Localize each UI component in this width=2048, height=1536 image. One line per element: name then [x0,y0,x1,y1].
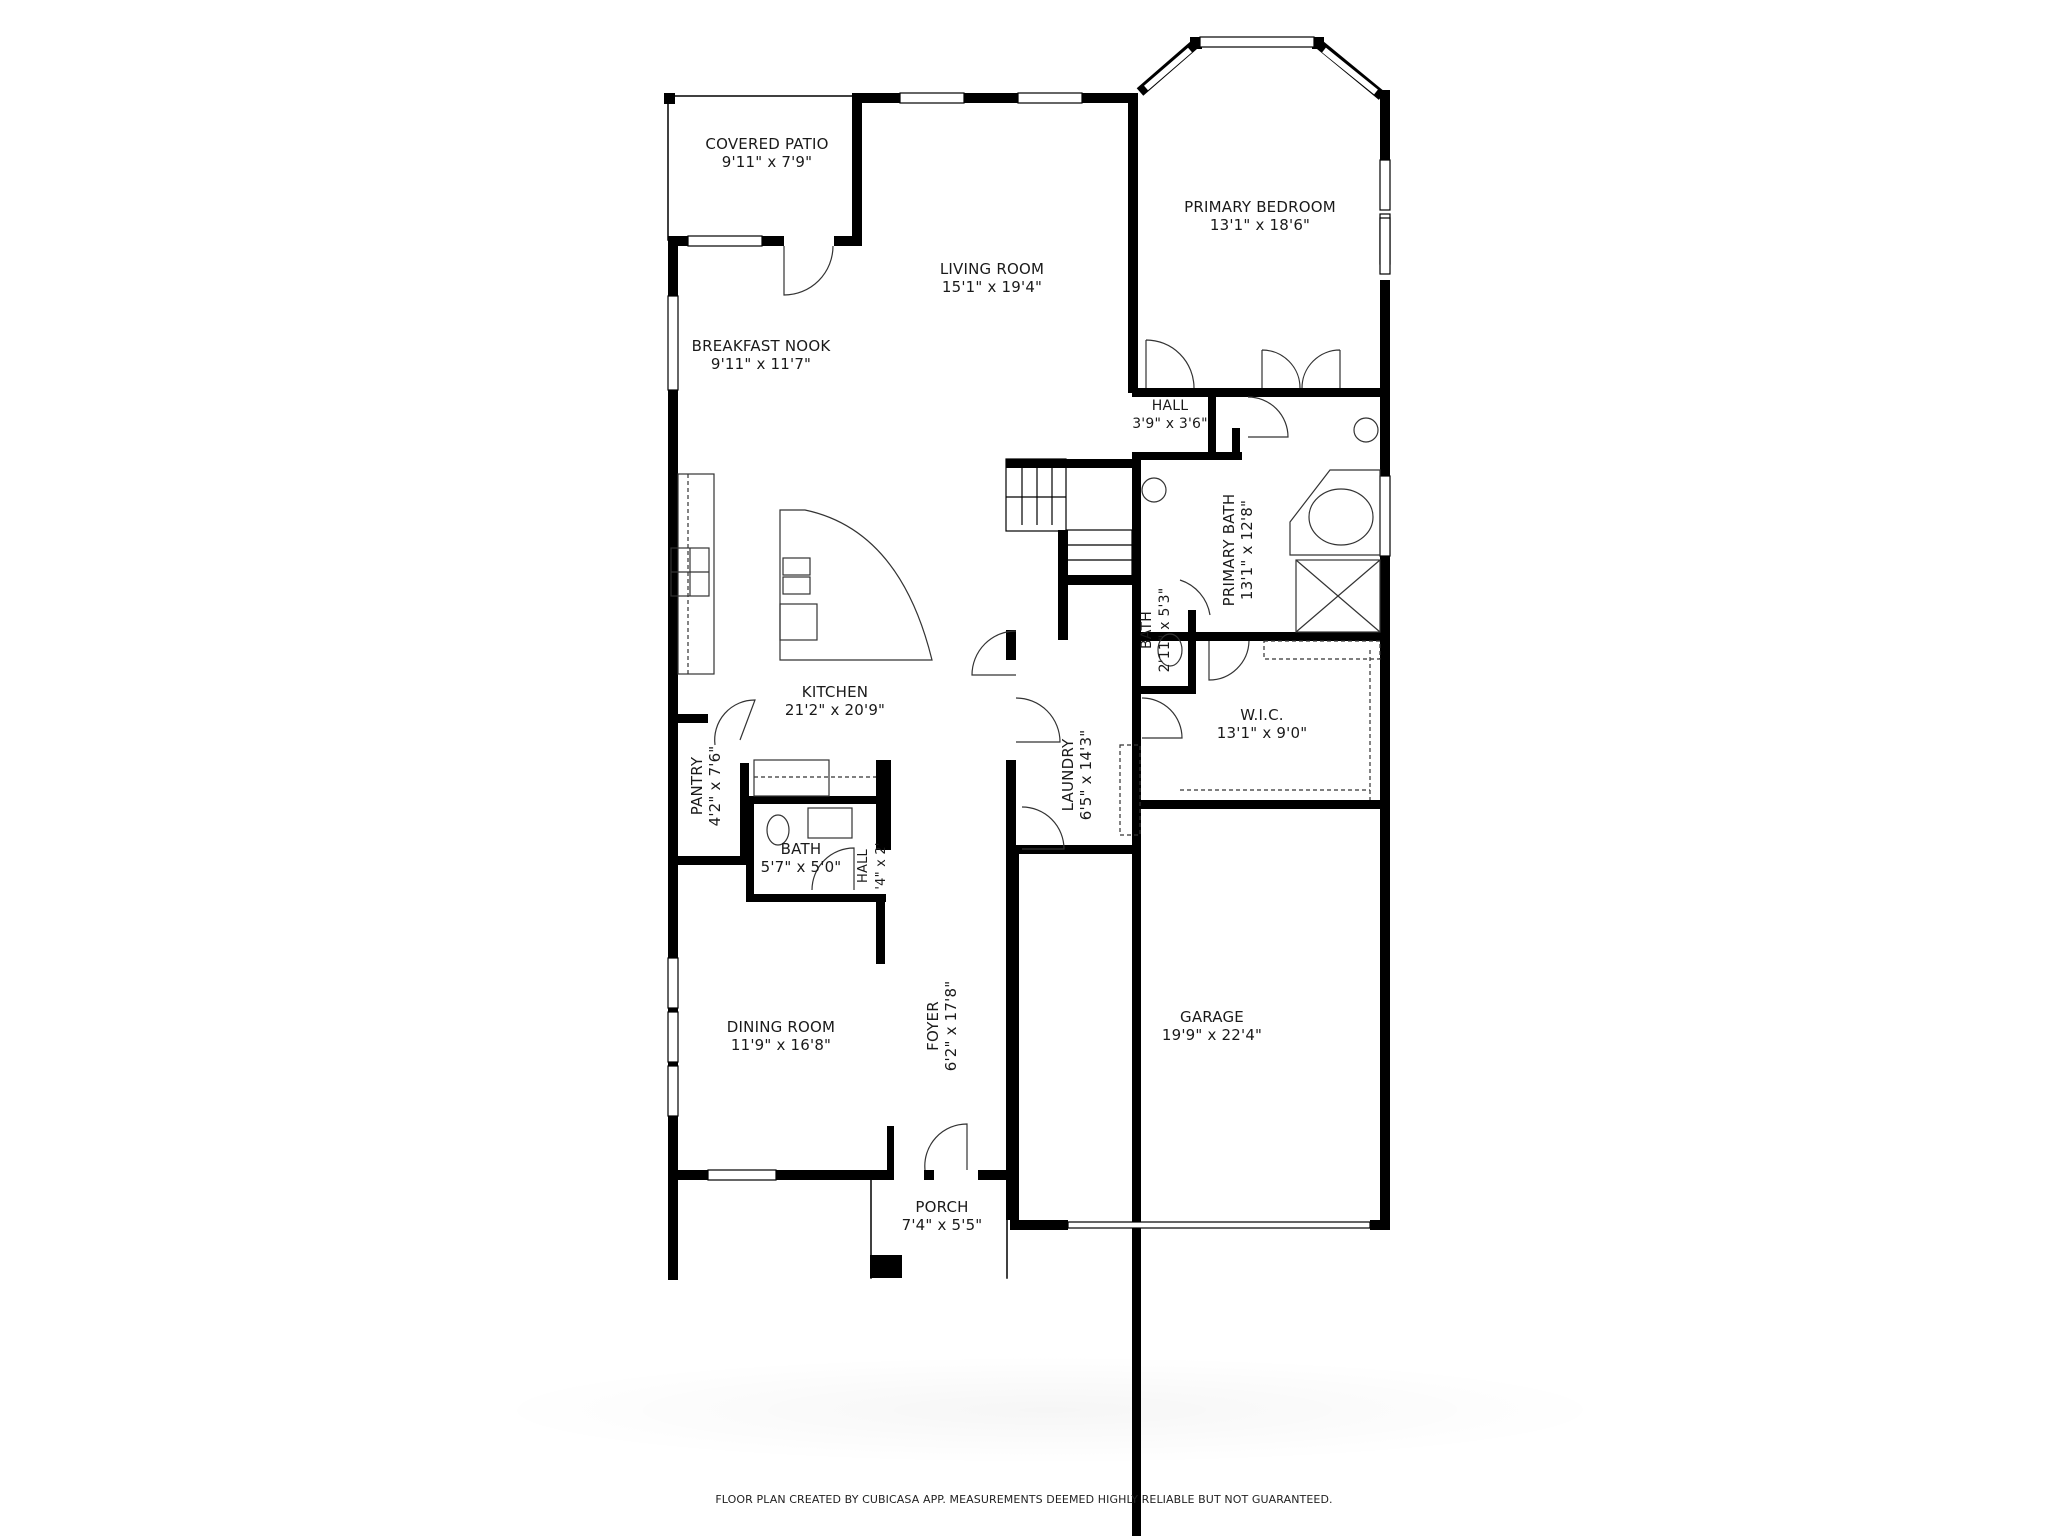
room-garage: GARAGE 19'9" x 22'4" [1162,1008,1262,1044]
disclaimer-text: FLOOR PLAN CREATED BY CUBICASA APP. MEAS… [715,1493,1333,1506]
room-name: KITCHEN [801,683,869,701]
room-porch: PORCH 7'4" x 5'5" [902,1198,983,1234]
room-name: PRIMARY BATH [1220,493,1238,607]
room-dimensions: 6'5" x 14'3" [1077,729,1095,821]
room-dimensions: 9'11" x 7'9" [721,153,813,171]
room-dimensions: 13'1" x 18'6" [1209,216,1311,234]
room-name: PORCH [915,1198,969,1216]
room-name: DINING ROOM [726,1018,836,1036]
room-dimensions: 6'2" x 17'8" [942,980,960,1072]
stairs [1005,458,1133,579]
room-pantry: PANTRY 4'2" x 7'6" [688,746,724,827]
room-dining-room: DINING ROOM 11'9" x 16'8" [727,1018,835,1054]
covered-patio-outline [667,95,856,241]
room-name: LAUNDRY [1059,738,1077,812]
room-half-bath: BATH 5'7" x 5'0" [761,840,842,876]
windows [667,36,1391,1229]
walls [664,37,1390,1536]
room-dimensions: 11'9" x 16'8" [730,1036,832,1054]
room-breakfast-nook: BREAKFAST NOOK 9'11" x 11'7" [692,337,831,373]
doors [714,245,1341,1171]
room-name: COVERED PATIO [705,135,829,153]
room-hall-small: HALL '4" x 2' [855,842,891,889]
room-laundry: LAUNDRY 6'5" x 14'3" [1059,730,1095,821]
room-dimensions: 3'9" x 3'6" [1132,416,1208,432]
room-name: BREAKFAST NOOK [691,337,831,355]
room-name: FOYER [924,1001,942,1051]
room-name: GARAGE [1179,1008,1244,1026]
room-name: PRIMARY BEDROOM [1184,198,1336,216]
room-dimensions: 9'11" x 11'7" [710,355,812,373]
room-name: LIVING ROOM [939,260,1045,278]
room-name: PANTRY [688,756,706,816]
room-kitchen: KITCHEN 21'2" x 20'9" [785,683,885,719]
room-foyer: FOYER 6'2" x 17'8" [924,981,960,1072]
primary-bath-fixtures [1119,417,1381,836]
room-dimensions: 2'11" x 5'3" [1157,587,1173,673]
room-dimensions: 21'2" x 20'9" [784,701,886,719]
kitchen-fixtures [670,473,933,846]
room-wic: W.I.C. 13'1" x 9'0" [1217,706,1308,742]
room-dimensions: 15'1" x 19'4" [941,278,1043,296]
plan-ground-shadow [480,1355,1620,1465]
room-dimensions: '4" x 2' [874,842,889,890]
room-primary-bath: PRIMARY BATH 13'1" x 12'8" [1220,494,1256,607]
room-bath-wc: BATH 2'11" x 5'3" [1138,588,1174,673]
room-dimensions: 4'2" x 7'6" [706,745,724,827]
room-primary-bedroom: PRIMARY BEDROOM 13'1" x 18'6" [1184,198,1336,234]
room-dimensions: 13'1" x 12'8" [1238,499,1256,601]
room-name: W.I.C. [1240,706,1284,724]
room-name: BATH [1139,611,1155,649]
room-living-room: LIVING ROOM 15'1" x 19'4" [940,260,1044,296]
room-dimensions: 13'1" x 9'0" [1216,724,1308,742]
room-hall-primary: HALL 3'9" x 3'6" [1132,397,1208,433]
room-dimensions: 7'4" x 5'5" [901,1216,983,1234]
room-covered-patio: COVERED PATIO 9'11" x 7'9" [705,135,828,171]
room-name: HALL [1151,398,1189,414]
room-dimensions: 19'9" x 22'4" [1161,1026,1263,1044]
room-dimensions: 5'7" x 5'0" [760,858,842,876]
room-name: HALL [856,849,871,883]
room-name: BATH [780,840,822,858]
